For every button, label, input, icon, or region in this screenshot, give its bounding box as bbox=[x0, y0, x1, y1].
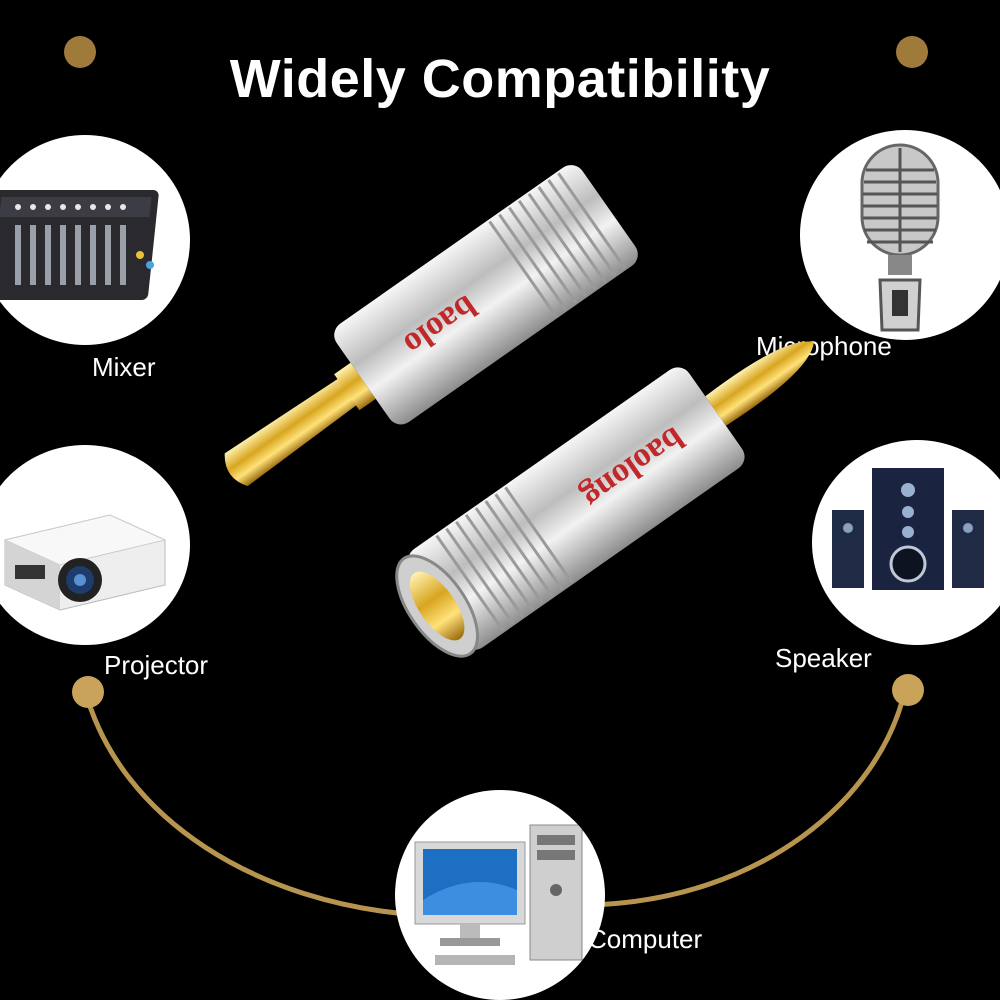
bottom-left-cable bbox=[82, 689, 421, 918]
cable-node bbox=[64, 36, 96, 68]
mixer-image bbox=[0, 135, 190, 345]
projector-image bbox=[0, 445, 190, 645]
speaker-label: Speaker bbox=[775, 643, 872, 673]
projector-label: Projector bbox=[104, 650, 209, 680]
computer-label: Computer bbox=[588, 924, 703, 954]
mixer-label: Mixer bbox=[92, 352, 156, 382]
projector-icon bbox=[3, 514, 167, 611]
computer-icon bbox=[414, 824, 583, 965]
speaker-image bbox=[812, 440, 1000, 645]
bottom-right-cable bbox=[589, 689, 908, 908]
cable-node bbox=[896, 36, 928, 68]
mixer-icon bbox=[0, 190, 159, 300]
speaker-icon bbox=[832, 468, 984, 590]
computer-image bbox=[395, 790, 605, 1000]
microphone-icon bbox=[860, 143, 940, 332]
cable-node bbox=[892, 674, 924, 706]
page-title: Widely Compatibility bbox=[229, 49, 771, 109]
microphone-image bbox=[800, 130, 1000, 340]
microphone-label: Microphone bbox=[756, 331, 892, 361]
cable-node bbox=[72, 676, 104, 708]
